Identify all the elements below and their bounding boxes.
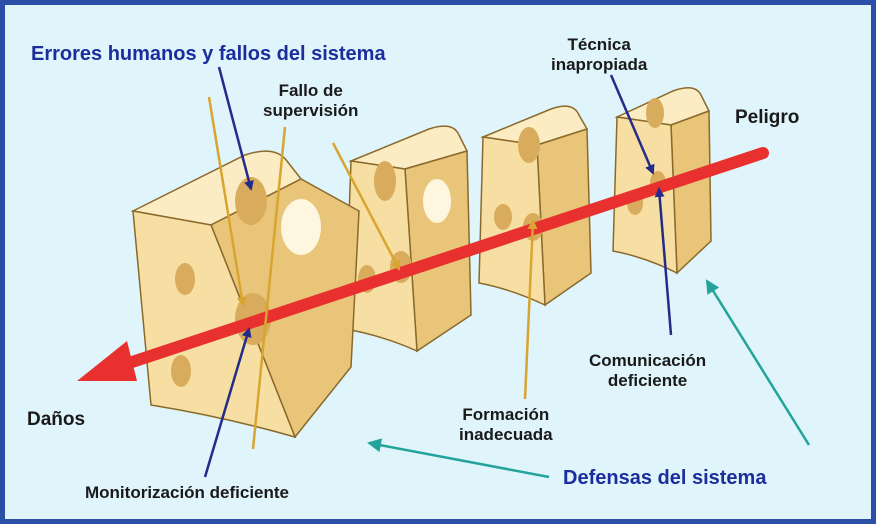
cheese-slice-2 — [344, 125, 472, 353]
pointer-defensas-2 — [705, 279, 811, 446]
label-danos: Daños — [27, 409, 86, 430]
swiss-cheese-model-diagram — [77, 66, 811, 479]
label-defensas-sistema: Defensas del sistema — [563, 467, 767, 489]
pointer-comunicacion — [654, 187, 673, 336]
pointer-arrows — [203, 66, 811, 479]
pointer-defensas-1 — [367, 438, 550, 479]
label-errores-humanos: Errores humanos y fallos del sistema — [31, 43, 386, 65]
label-comunicacion-deficiente: Comunicación deficiente — [589, 351, 707, 390]
label-tecnica-inapropiada: Técnica inapropiada — [551, 35, 648, 74]
pointer-monitorizacion — [203, 327, 252, 478]
pointer-supervision — [331, 142, 401, 271]
pointer-formacion — [523, 219, 538, 400]
pointer-tecnica — [609, 74, 655, 175]
label-monitorizacion-deficiente: Monitorización deficiente — [85, 483, 290, 502]
cheese-slice-3 — [478, 105, 592, 307]
label-formacion-inadecuada: Formación inadecuada — [459, 405, 553, 444]
pointer-errores-gold — [207, 96, 247, 307]
pointer-supervision-line — [251, 126, 287, 450]
label-fallo-supervision: Fallo de supervisión — [263, 81, 359, 120]
label-peligro: Peligro — [735, 107, 800, 128]
pointer-errores-navy — [217, 66, 254, 191]
